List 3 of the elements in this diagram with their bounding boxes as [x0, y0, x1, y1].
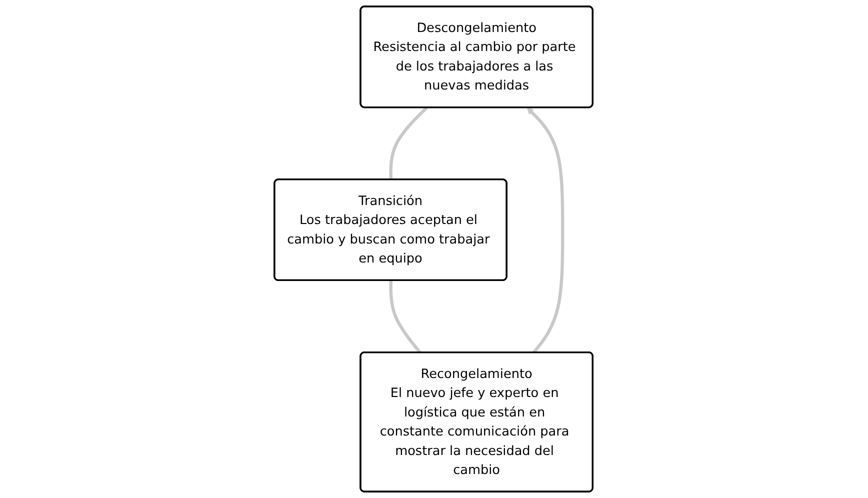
connector	[390, 106, 428, 180]
arrow	[527, 107, 565, 354]
connector	[390, 280, 422, 354]
